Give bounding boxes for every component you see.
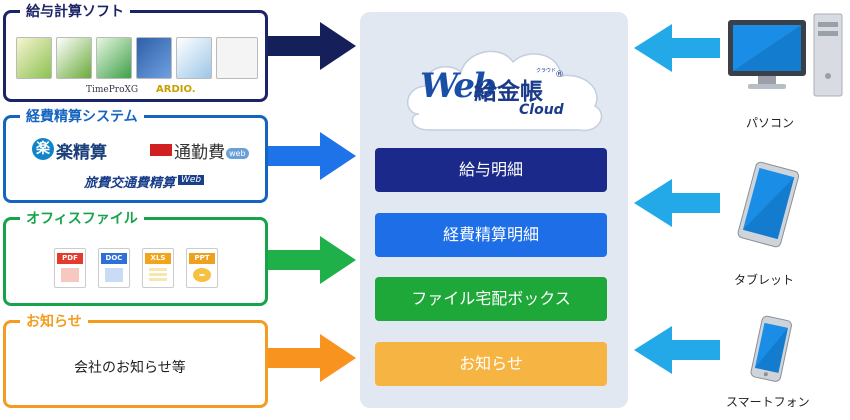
commute-expense-logo: 通勤費 — [174, 143, 225, 163]
notice-text: 会社のお知らせ等 — [74, 360, 186, 376]
expense-statement-feature: 経費精算明細 — [375, 213, 607, 257]
doc-file-tag: DOC — [101, 253, 127, 264]
office-file-arrow — [268, 236, 356, 284]
tablet-icon — [737, 161, 800, 248]
rakuraku-seisan-logo: 楽精算 — [56, 143, 107, 163]
product-logo-registered: ® — [555, 70, 564, 80]
commute-web-badge: web — [226, 148, 249, 159]
timepro-logo: TimeProXG — [86, 85, 139, 95]
product-logo-name: 給金帳 — [474, 79, 543, 105]
software-package-4 — [136, 37, 172, 79]
notice-title: お知らせ — [20, 312, 88, 332]
expense-arrow — [268, 132, 356, 180]
product-logo-cloud: Cloud — [519, 102, 564, 118]
desktop-pc-icon — [728, 13, 843, 97]
smartphone-label: スマートフォン — [726, 395, 810, 409]
commute-logo-mark — [150, 144, 172, 156]
travel-expense-web-badge: Web — [178, 175, 205, 185]
pc-arrow — [634, 24, 720, 72]
ardio-logo: ARDIO. — [156, 84, 196, 95]
smartphone-icon — [750, 315, 792, 382]
xls-file-body — [149, 268, 167, 282]
payroll-software-box: 給与計算ソフト TimeProXG ARDIO. — [3, 2, 268, 102]
software-package-2 — [56, 37, 92, 79]
pdf-file-icon: PDF — [54, 248, 86, 288]
tablet-arrow — [634, 179, 720, 227]
office-file-box: オフィスファイル PDF DOC XLS PPT — [3, 209, 268, 306]
cloud-icon — [406, 50, 603, 132]
travel-expense-logo: 旅費交通費精算 — [84, 176, 176, 191]
notice-feature: お知らせ — [375, 342, 607, 386]
doc-file-icon: DOC — [98, 248, 130, 288]
tablet-label: タブレット — [734, 273, 795, 287]
software-package-6 — [216, 37, 258, 79]
software-package-1 — [16, 37, 52, 79]
office-file-title: オフィスファイル — [20, 209, 144, 229]
expense-system-box: 経費精算システム 楽 楽精算 通勤費 web 旅費交通費精算 Web — [3, 107, 268, 203]
xls-file-icon: XLS — [142, 248, 174, 288]
notice-arrow — [268, 334, 356, 382]
payroll-software-title: 給与計算ソフト — [20, 2, 130, 22]
file-delivery-box-feature: ファイル宅配ボックス — [375, 277, 607, 321]
xls-file-tag: XLS — [145, 253, 171, 264]
smartphone-arrow — [634, 326, 720, 374]
product-logo-ruby: クラウド — [536, 68, 557, 74]
raku-mark-icon: 楽 — [32, 138, 54, 160]
product-logo-web: Web — [420, 66, 497, 106]
pc-label: パソコン — [746, 116, 795, 130]
pdf-file-body — [61, 268, 79, 282]
ppt-file-body — [193, 268, 211, 282]
ppt-file-icon: PPT — [186, 248, 218, 288]
software-package-5 — [176, 37, 212, 79]
payroll-arrow — [268, 22, 356, 70]
expense-system-title: 経費精算システム — [20, 107, 144, 127]
pdf-file-tag: PDF — [57, 253, 83, 264]
software-package-3 — [96, 37, 132, 79]
notice-box: お知らせ 会社のお知らせ等 — [3, 312, 268, 408]
doc-file-body — [105, 268, 123, 282]
ppt-file-tag: PPT — [189, 253, 215, 264]
payslip-feature: 給与明細 — [375, 148, 607, 192]
